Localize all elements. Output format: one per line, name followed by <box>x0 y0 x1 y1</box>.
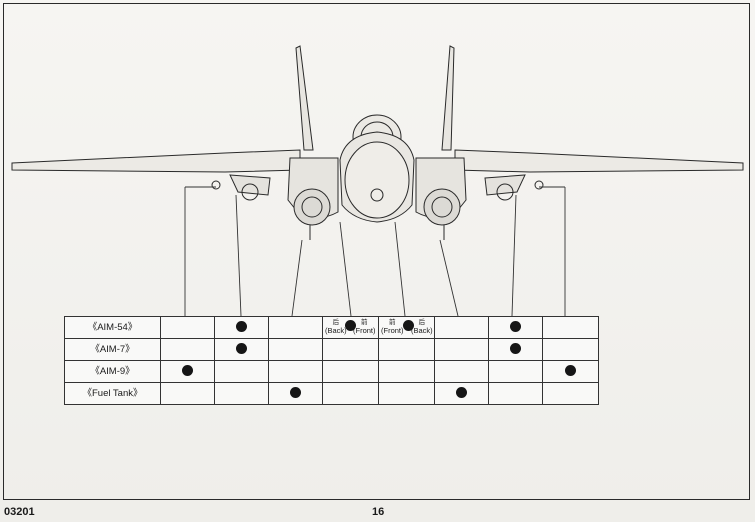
station-dot <box>236 321 247 332</box>
left-tail-fin <box>295 45 314 151</box>
catalog-number: 03201 <box>4 506 35 518</box>
note-right-front: 前 (Front) <box>381 319 404 335</box>
leader-fuselage-right <box>394 221 406 317</box>
table-row-aim7: 《AIM-7》 <box>64 338 599 361</box>
left-engine-fan <box>293 188 331 226</box>
weapons-loadout-table: 《AIM-54》 后 (Back) 前 (Front) 前 (Front) <box>64 316 599 405</box>
station-dot <box>345 320 356 331</box>
station-dot <box>403 320 414 331</box>
row-label: 《Fuel Tank》 <box>64 382 161 405</box>
station-dot <box>456 387 467 398</box>
leader-tank-right <box>439 239 459 317</box>
table-row-aim9: 《AIM-9》 <box>64 360 599 383</box>
note-left-back: 后 (Back) <box>325 319 347 335</box>
station-dot <box>510 321 521 332</box>
leader-aim54-right <box>511 194 517 317</box>
row-label: 《AIM-9》 <box>64 360 161 383</box>
table-row-fuel-tank: 《Fuel Tank》 <box>64 382 599 405</box>
row-label: 《AIM-54》 <box>64 316 161 339</box>
station-dot <box>290 387 301 398</box>
table-row-aim54: 《AIM-54》 后 (Back) 前 (Front) 前 (Front) <box>64 316 599 339</box>
note-left-front: 前 (Front) <box>353 319 376 335</box>
station-dot <box>510 343 521 354</box>
page-border <box>3 3 750 500</box>
note-right-back: 后 (Back) <box>411 319 433 335</box>
station-dot <box>236 343 247 354</box>
page-number: 16 <box>372 506 385 518</box>
leader-aim54-left <box>235 194 242 317</box>
right-tail-fin <box>441 45 455 151</box>
station-dot <box>565 365 576 376</box>
station-dot <box>182 365 193 376</box>
left-wing <box>11 149 301 173</box>
leader-fuselage-left <box>339 221 352 317</box>
right-engine-fan <box>423 188 461 226</box>
leader-tank-left <box>291 239 303 317</box>
row-label: 《AIM-7》 <box>64 338 161 361</box>
right-wing <box>454 149 744 173</box>
nose-cone <box>344 141 410 219</box>
